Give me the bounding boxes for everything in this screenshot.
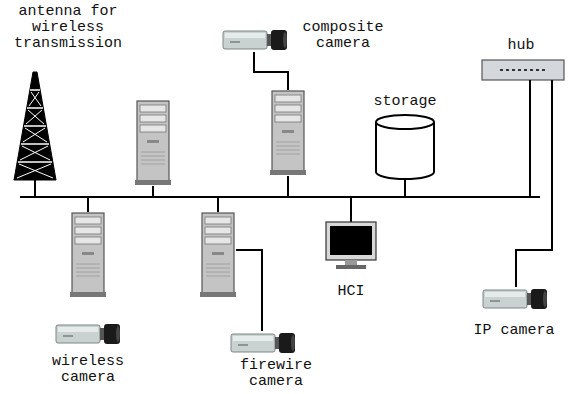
device-node: firewire camera	[226, 331, 326, 391]
device-node: HCI	[320, 220, 382, 306]
camera-label: firewire camera	[226, 358, 326, 390]
firewire-camera-icon	[231, 333, 295, 353]
camera-cable	[236, 250, 262, 331]
monitor-icon	[326, 197, 376, 269]
camera-cable	[254, 52, 288, 90]
computer	[200, 213, 236, 297]
bus-drop	[152, 186, 154, 197]
bus-drop	[217, 197, 219, 212]
antenna-tower	[14, 72, 56, 197]
camera-label: wireless camera	[40, 354, 136, 386]
composite-camera-icon	[223, 30, 287, 50]
device-node: antenna for wireless transmission	[2, 4, 134, 197]
network-bus	[20, 196, 540, 198]
device-node: hub	[476, 38, 566, 80]
computer	[135, 101, 171, 185]
device-node: composite camera	[218, 14, 388, 54]
bus-drop	[287, 176, 289, 197]
storage-cylinder	[376, 115, 434, 197]
bus-drop	[87, 197, 89, 212]
wireless-camera-icon	[56, 324, 120, 344]
storage-label: storage	[366, 94, 444, 110]
hub-label: hub	[476, 38, 566, 54]
camera-label: composite camera	[298, 20, 388, 52]
antenna-label: antenna for wireless transmission	[2, 4, 134, 52]
computer	[70, 213, 106, 297]
device-node: IP camera	[462, 287, 566, 341]
hci-label: HCI	[320, 284, 382, 300]
network-cable	[516, 80, 552, 287]
device-node: storage	[366, 94, 444, 180]
camera-label: IP camera	[462, 323, 566, 339]
device-node: wireless camera	[40, 320, 136, 390]
computer	[270, 91, 306, 175]
ip-camera-icon	[483, 289, 547, 309]
